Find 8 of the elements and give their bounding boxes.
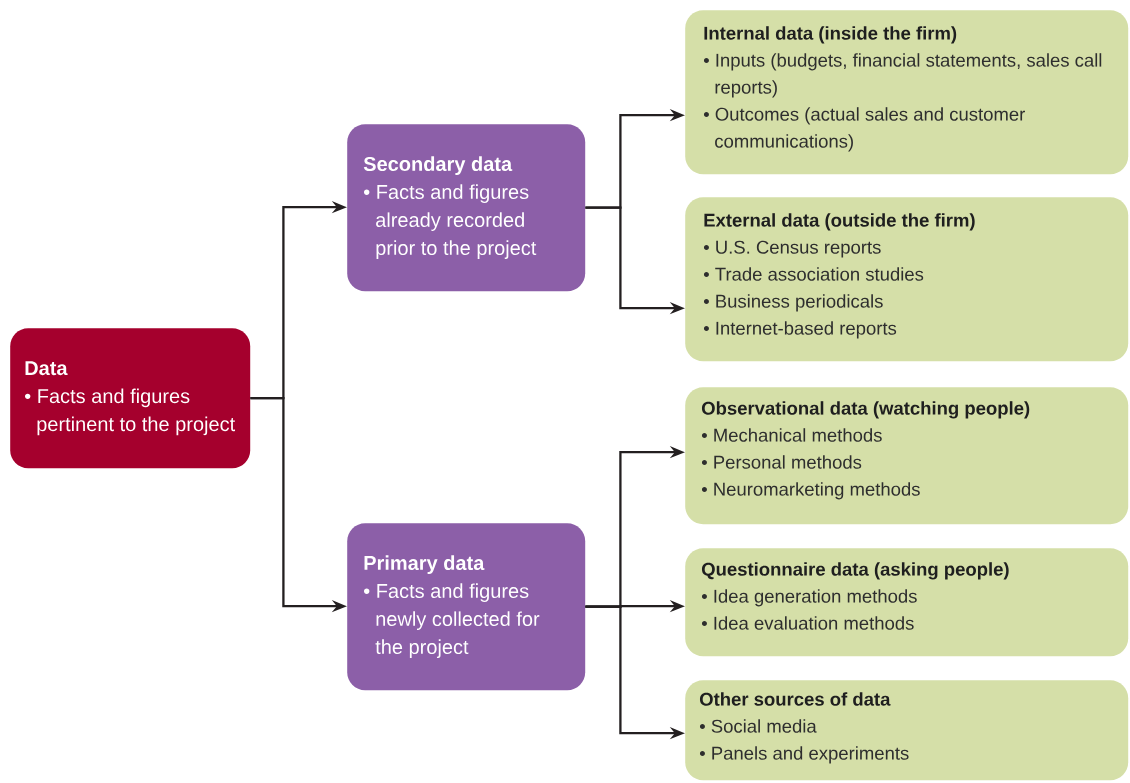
text-box: Other sources of data • Social media • Panels and experiments: [685, 680, 1129, 781]
text-box: Internal data (inside the firm) • Inputs (budgets, financial statements, sales call reports) • Outcomes (actual sales and customer communications): [685, 10, 1129, 175]
text-box: External data (outside the firm) • U.S. Census reports • Trade association studies • Business periodicals • Internet-based reports: [685, 197, 1129, 362]
text-box: Data • Facts and figures pertinent to the project: [10, 328, 251, 469]
text-box: Questionnaire data (asking people) • Idea generation methods • Idea evaluation methods: [685, 548, 1129, 657]
text-box: Observational data (watching people) • Mechanical methods • Personal methods • Neuromarketing methods: [685, 387, 1129, 525]
text-box: Secondary data • Facts and figures already recorded prior to the project: [347, 124, 586, 292]
text-box: Primary data • Facts and figures newly collected for the project: [347, 523, 586, 691]
